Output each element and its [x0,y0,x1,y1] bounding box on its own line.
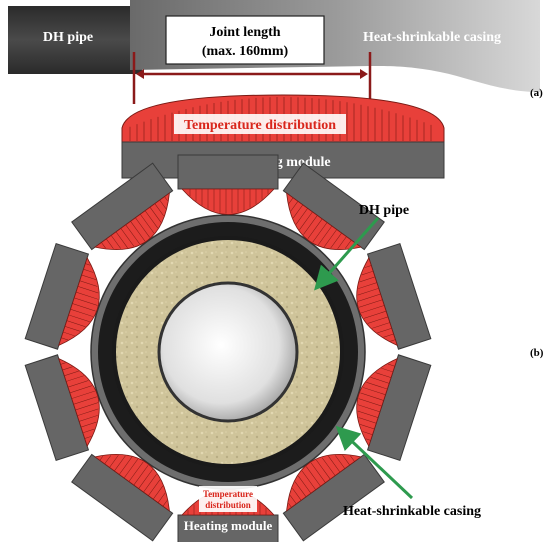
joint-length-line1: Joint length [209,25,280,40]
panel-b: DH pipe Heat-shrinkable casing (b) Tempe… [24,154,544,542]
temperature-label: Temperature distribution [184,118,336,133]
temperature-lens [58,256,100,347]
temperature-label-box [174,114,346,134]
heating-module-segment [177,154,279,190]
dh-pipe-label-b: DH pipe [359,203,409,218]
temp-label-b-line2: distribution [205,500,251,510]
heating-module-label-b: Heating module [184,518,273,533]
temperature-lens [356,256,398,347]
casing-label: Heat-shrinkable casing [363,30,501,45]
dh-pipe-arrow [314,217,380,291]
dh-pipe-label: DH pipe [43,30,93,45]
temperature-lens [94,453,170,512]
heating-module-segment [177,514,279,542]
joint-length-line2: (max. 160mm) [202,44,289,59]
heating-modules-ring [24,154,432,542]
temperature-lens [181,188,275,215]
dh-pipe-body [8,6,142,74]
temp-label-box-b [199,486,257,512]
temperature-lens [286,453,362,512]
casing-arrow [335,425,414,500]
panel-a-letter: (a) [530,87,543,99]
heating-module [121,141,445,179]
casing-label-b: Heat-shrinkable casing [343,504,481,519]
temperature-lens [286,192,362,251]
temperature-lens [94,192,170,251]
joint-length-box [165,15,325,65]
panel-b-letter: (b) [530,347,544,359]
steel-pipe [157,281,299,423]
temperature-lens [58,357,100,448]
temp-label-b-line1: Temperature [203,489,253,499]
joint-dimension [132,52,372,104]
panel-a: DH pipe Heat-shrinkable casing Joint len… [8,0,543,179]
temperature-lens [356,357,398,448]
